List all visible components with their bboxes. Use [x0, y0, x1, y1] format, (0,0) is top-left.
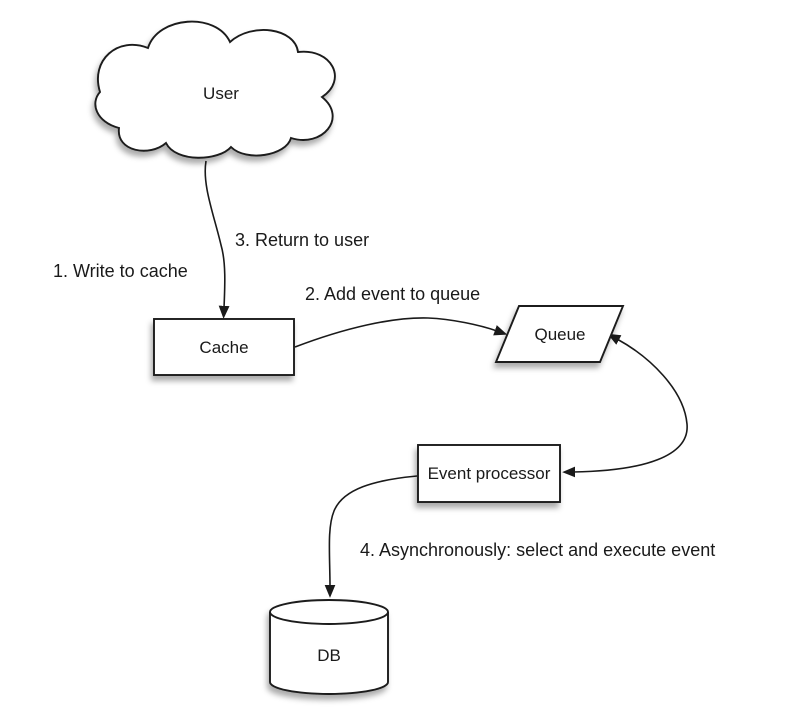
cache-node-label: Cache	[199, 338, 248, 357]
event-processor-node-shape	[417, 444, 561, 503]
step-labels-layer: 1. Write to cache 3. Return to user 2. A…	[53, 230, 715, 560]
edges-layer	[204, 160, 688, 598]
step4-label: 4. Asynchronously: select and execute ev…	[360, 540, 715, 560]
queue-node-shape	[494, 305, 625, 363]
db-cylinder-top	[269, 599, 389, 625]
edge-user-to-cache	[204, 160, 230, 319]
step1-label: 1. Write to cache	[53, 261, 188, 281]
db-node-label: DB	[317, 646, 341, 665]
edge-cache-to-queue	[294, 317, 508, 348]
queue-node-label: Queue	[534, 325, 585, 344]
step2-label: 2. Add event to queue	[305, 284, 480, 304]
event-processor-node-label: Event processor	[428, 464, 551, 483]
db-cylinder-body	[269, 612, 389, 695]
nodes-layer	[94, 20, 625, 695]
cache-node-shape	[153, 318, 295, 376]
node-labels-layer: User Cache Queue Event processor DB	[199, 84, 585, 665]
user-node-label: User	[203, 84, 239, 103]
user-cloud-shape	[94, 20, 336, 159]
edge-queue-event-processor-bidirectional	[562, 333, 688, 478]
step3-label: 3. Return to user	[235, 230, 369, 250]
db-cylinder-shape	[269, 599, 389, 695]
edge-event-processor-to-db	[324, 475, 418, 598]
